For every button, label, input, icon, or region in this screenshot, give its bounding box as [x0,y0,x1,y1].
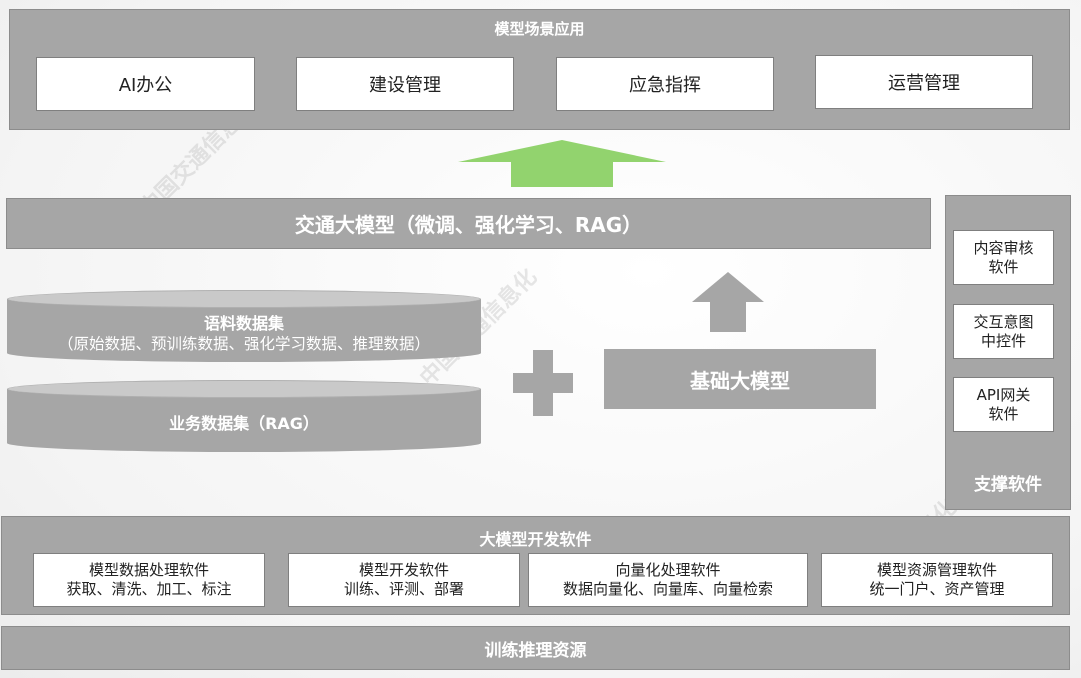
corpus-dataset-subtitle: （原始数据、预训练数据、强化学习数据、推理数据） [57,335,430,353]
model-dev-software: 模型开发软件 训练、评测、部署 [288,553,520,607]
training-resource-title: 训练推理资源 [484,640,587,661]
dev-item-line2: 训练、评测、部署 [343,580,464,598]
traffic-model-bar: 交通大模型（微调、强化学习、RAG） [6,198,931,249]
support-item-line2: 软件 [988,257,1019,276]
dev-item-line2: 获取、清洗、加工、标注 [66,580,232,598]
support-item-line2: 中控件 [980,331,1026,350]
vectorization-software: 向量化处理软件 数据向量化、向量库、向量检索 [528,553,808,607]
interaction-intent-controller: 交互意图 中控件 [953,304,1054,359]
app-ai-office: AI办公 [36,57,255,111]
dev-item-line2: 数据向量化、向量库、向量检索 [562,580,773,598]
corpus-dataset-title: 语料数据集 [203,314,284,333]
content-review-software: 内容审核 软件 [953,230,1054,285]
app-operation-mgmt: 运营管理 [815,55,1033,109]
dev-item-line1: 模型数据处理软件 [88,561,209,580]
up-arrow-gray-icon [692,272,764,332]
corpus-dataset-cylinder: 语料数据集 （原始数据、预训练数据、强化学习数据、推理数据） [7,290,481,362]
business-dataset-cylinder: 业务数据集（RAG） [7,380,481,452]
data-processing-software: 模型数据处理软件 获取、清洗、加工、标注 [33,553,265,607]
dev-software-title: 大模型开发软件 [479,530,592,549]
api-gateway-software: API网关 软件 [953,377,1054,432]
support-item-line1: 交互意图 [973,312,1034,331]
scenario-app-title: 模型场景应用 [494,20,585,38]
support-item-line1: 内容审核 [973,238,1034,257]
up-arrow-green-icon [458,140,666,187]
business-dataset-title: 业务数据集（RAG） [169,414,319,433]
training-resource-bar: 训练推理资源 [1,626,1070,670]
traffic-model-title: 交通大模型（微调、强化学习、RAG） [294,213,643,237]
base-model-title: 基础大模型 [690,368,790,393]
support-item-line2: 软件 [988,404,1019,423]
app-construction-mgmt: 建设管理 [296,57,514,111]
plus-icon [513,350,573,416]
dev-item-line1: 向量化处理软件 [615,561,721,580]
dev-item-line2: 统一门户、资产管理 [869,580,1005,598]
base-model-box: 基础大模型 [604,349,876,409]
dev-item-line1: 模型开发软件 [358,561,449,580]
support-software-title: 支撑软件 [974,475,1042,495]
support-item-line1: API网关 [976,385,1031,404]
model-resource-mgmt-software: 模型资源管理软件 统一门户、资产管理 [821,553,1053,607]
app-emergency-command: 应急指挥 [556,57,774,111]
dev-item-line1: 模型资源管理软件 [876,561,997,580]
